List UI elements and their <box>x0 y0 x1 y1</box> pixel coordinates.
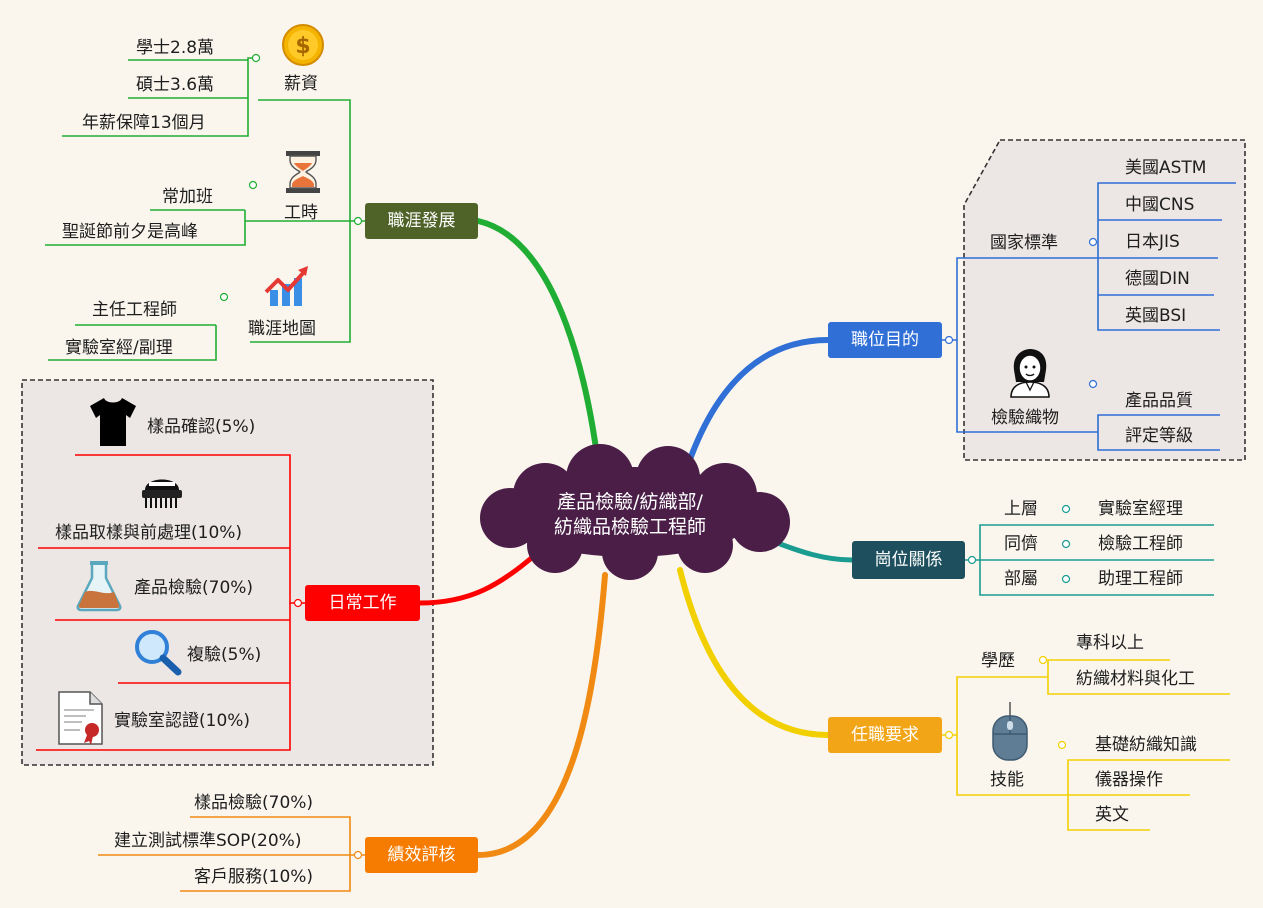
salary-item[interactable]: 年薪保障13個月 <box>82 113 206 133</box>
branch-purpose <box>677 337 831 493</box>
daily-item[interactable]: 產品檢驗(70%) <box>134 578 254 598</box>
standard-item[interactable]: 美國ASTM <box>1125 158 1207 178</box>
topic-relations[interactable]: 崗位關係 <box>852 541 965 579</box>
relation-role[interactable]: 同儕 <box>1004 534 1038 554</box>
skill-item[interactable]: 儀器操作 <box>1095 770 1163 790</box>
fabric-item[interactable]: 產品品質 <box>1125 391 1193 411</box>
branch-requirements <box>677 567 831 738</box>
subtopic-education[interactable]: 學歷 <box>981 651 1015 671</box>
education-item[interactable]: 紡織材料與化工 <box>1076 669 1195 689</box>
worktime-item[interactable]: 聖誕節前夕是高峰 <box>62 222 198 242</box>
flask-icon <box>76 561 122 612</box>
growth-chart-icon <box>264 266 308 306</box>
career-map-item[interactable]: 實驗室經/副理 <box>65 338 173 358</box>
central-topic[interactable]: 產品檢驗/紡織部/ 紡織品檢驗工程師 <box>505 490 755 540</box>
skill-item[interactable]: 英文 <box>1095 805 1129 825</box>
fabric-item[interactable]: 評定等級 <box>1125 426 1193 446</box>
relation-role[interactable]: 部屬 <box>1004 569 1038 589</box>
female-inspector-icon <box>1010 349 1050 398</box>
central-cloud <box>480 444 790 580</box>
relation-value[interactable]: 實驗室經理 <box>1098 499 1183 519</box>
svg-text:$: $ <box>295 34 310 59</box>
worktime-item[interactable]: 常加班 <box>162 187 213 207</box>
relation-value[interactable]: 助理工程師 <box>1098 569 1183 589</box>
performance-item[interactable]: 建立測試標準SOP(20%) <box>114 831 302 851</box>
subtopic-skills[interactable]: 技能 <box>990 770 1024 790</box>
central-topic-line1: 產品檢驗/紡織部/ <box>557 491 703 513</box>
magnifier-icon <box>135 630 182 676</box>
standard-item[interactable]: 英國BSI <box>1125 306 1187 326</box>
hourglass-icon <box>286 151 320 193</box>
education-item[interactable]: 專科以上 <box>1076 633 1144 653</box>
branch-performance <box>475 572 608 858</box>
relation-value[interactable]: 檢驗工程師 <box>1098 534 1183 554</box>
mouse-icon <box>992 701 1028 761</box>
subtopic-worktime[interactable]: 工時 <box>284 203 318 223</box>
daily-item[interactable]: 複驗(5%) <box>187 645 262 665</box>
branch-relations <box>767 537 855 563</box>
relation-role[interactable]: 上層 <box>1004 499 1038 519</box>
daily-item[interactable]: 樣品確認(5%) <box>147 417 256 437</box>
brush-icon <box>142 479 182 508</box>
standard-item[interactable]: 德國DIN <box>1125 269 1190 289</box>
central-topic-line2: 紡織品檢驗工程師 <box>553 516 706 538</box>
performance-item[interactable]: 客戶服務(10%) <box>194 867 314 887</box>
daily-item[interactable]: 樣品取樣與前處理(10%) <box>55 523 243 543</box>
performance-item[interactable]: 樣品檢驗(70%) <box>194 793 314 813</box>
topic-purpose[interactable]: 職位目的 <box>828 322 942 358</box>
skill-item[interactable]: 基礎紡織知識 <box>1095 735 1197 755</box>
career-map-item[interactable]: 主任工程師 <box>92 300 177 320</box>
topic-career[interactable]: 職涯發展 <box>365 203 478 239</box>
topic-requirements[interactable]: 任職要求 <box>828 717 942 753</box>
subtopic-inspect-fabric[interactable]: 檢驗織物 <box>991 408 1059 428</box>
branch-career <box>475 218 603 483</box>
standard-item[interactable]: 日本JIS <box>1125 232 1180 252</box>
subtopic-career-map[interactable]: 職涯地圖 <box>248 319 316 339</box>
topic-daily-work[interactable]: 日常工作 <box>305 585 420 621</box>
daily-item[interactable]: 實驗室認證(10%) <box>114 711 251 731</box>
salary-item[interactable]: 學士2.8萬 <box>136 38 215 58</box>
branch-daily <box>417 552 538 606</box>
certificate-icon <box>58 691 103 745</box>
salary-item[interactable]: 碩士3.6萬 <box>136 75 215 95</box>
daily-work-group-frame <box>21 379 434 766</box>
subtopic-national-standards[interactable]: 國家標準 <box>990 233 1058 253</box>
dollar-coin-icon: $ <box>282 24 324 66</box>
subtopic-salary[interactable]: 薪資 <box>284 74 318 94</box>
topic-performance[interactable]: 績效評核 <box>365 837 478 873</box>
tshirt-icon <box>90 398 136 446</box>
standard-item[interactable]: 中國CNS <box>1125 195 1195 215</box>
